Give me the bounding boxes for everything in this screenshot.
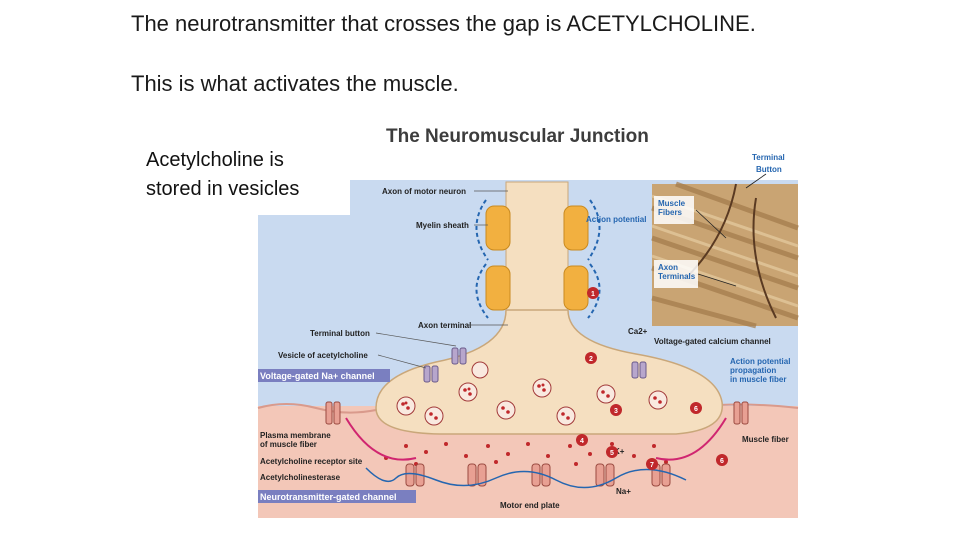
inset-terminal-button-1: Terminal [752,153,785,162]
heading-line-1: The neurotransmitter that crosses the ga… [131,11,756,36]
label-plasma-membrane-1: Plasma membrane [260,431,331,440]
svg-text:2: 2 [589,356,593,363]
vesicles [396,361,668,426]
svg-text:6: 6 [694,406,698,413]
label-axon-terminal: Axon terminal [418,321,471,330]
label-terminal-button: Terminal button [310,329,370,338]
label-na-plus: Na+ [616,487,631,496]
label-action-potential: Action potential [586,215,646,224]
svg-text:5: 5 [610,450,614,457]
vesicle-note-line-1: Acetylcholine is [146,149,284,171]
inset-terminal-button-2: Button [756,165,782,174]
receptor-channels [405,463,671,487]
label-muscle-fiber: Muscle fiber [742,435,789,444]
sodium-channels [325,401,749,425]
heading-line-2: This is what activates the muscle. [131,71,459,96]
inset-muscle-fibers-1: Muscle [658,199,686,208]
label-axon-motor-neuron: Axon of motor neuron [382,187,466,196]
vesicle-note: Acetylcholine is stored in vesicles [140,143,350,215]
svg-text:7: 7 [650,462,654,469]
label-vg-ca-channel: Voltage-gated calcium channel [654,337,771,346]
label-ap-prop-3: in muscle fiber [730,375,786,384]
inset-axon-terminals-2: Terminals [658,272,696,281]
vesicle-note-line-2: stored in vesicles [146,178,300,200]
myelin-sheath-segment [563,265,589,311]
acetylcholine-molecules [384,442,668,466]
label-vesicle-ach: Vesicle of acetylcholine [278,351,368,360]
svg-text:1: 1 [591,291,595,298]
figure-title: The Neuromuscular Junction [386,126,649,147]
label-plasma-membrane-2: of muscle fiber [260,440,317,449]
label-ach-receptor-site: Acetylcholine receptor site [260,457,363,466]
svg-text:6: 6 [720,458,724,465]
neuromuscular-junction-figure: The Neuromuscular Junction [256,118,800,518]
step-markers: 1 2 3 4 5 6 7 6 [576,287,728,470]
vg-na-channel-bar [258,369,390,382]
axon-terminal-bulb [375,309,723,435]
label-k-plus: K+ [614,447,625,456]
axon [505,181,569,313]
label-motor-end-plate: Motor end plate [500,501,560,510]
label-ap-prop-1: Action potential [730,357,790,366]
vg-na-channel-label: Voltage-gated Na+ channel [260,371,375,381]
label-myelin-sheath: Myelin sheath [416,221,469,230]
svg-text:4: 4 [580,438,584,445]
myelin-sheath-segment [563,205,589,251]
myelin-sheath-segment [485,205,511,251]
calcium-channels [423,347,647,383]
label-ap-prop-2: propagation [730,366,776,375]
label-acetylcholinesterase: Acetylcholinesterase [260,473,341,482]
svg-text:3: 3 [614,408,618,415]
inset-muscle-fibers-2: Fibers [658,208,683,217]
nt-gated-channel-bar [258,490,416,503]
inset-axon-terminals-1: Axon [658,263,678,272]
label-ca2: Ca2+ [628,327,648,336]
micrograph-inset: Muscle Fibers Axon Terminals [651,181,799,329]
nt-gated-channel-label: Neurotransmitter-gated channel [260,492,397,502]
myelin-sheath-segment [485,265,511,311]
